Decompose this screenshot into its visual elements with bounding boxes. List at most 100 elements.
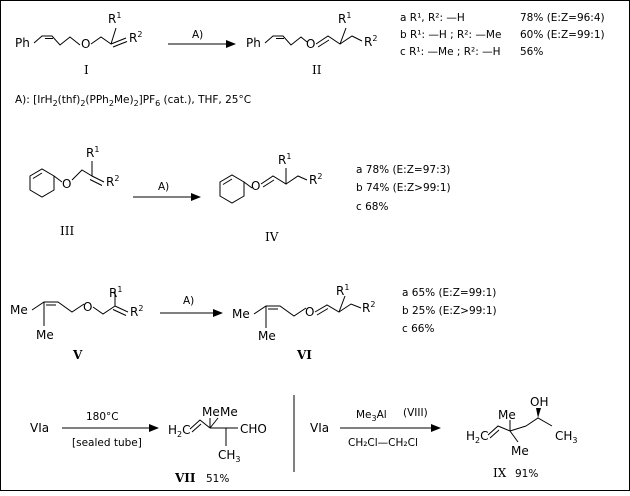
alkene-bond	[114, 305, 129, 313]
result-b-yield: 60% (E:Z=99:1)	[520, 29, 605, 41]
result-b: b R¹: —H ; R²: —Me	[400, 29, 501, 41]
reagent-trimethylaluminum: Me3Al	[356, 409, 387, 423]
aldehyde-group: CHO	[240, 422, 267, 436]
cyclohexene-ring	[29, 168, 55, 198]
alkene-bond	[91, 175, 105, 183]
r2-label: R2	[309, 172, 322, 187]
quaternary-carbon-bonds	[509, 420, 527, 443]
condition-sealed-tube: [sealed tube]	[72, 437, 142, 449]
r1-label: R1	[109, 285, 122, 300]
yield-VII: 51%	[206, 473, 229, 485]
methyl-group: Me	[232, 307, 250, 321]
result-a: a 65% (E:Z=99:1)	[402, 287, 496, 299]
row1-product: Ph O R1 R2 II	[246, 11, 377, 77]
quaternary-carbon-bonds	[209, 417, 226, 429]
result-b: b 74% (E:Z>99:1)	[356, 182, 451, 194]
allyl-chain	[33, 35, 81, 46]
r2-label: R2	[106, 174, 119, 189]
r2-label: R2	[362, 300, 375, 315]
row1-arrow: A)	[168, 29, 236, 48]
compound-label-III: III	[60, 224, 74, 238]
reagent-number: (VIII)	[403, 407, 428, 419]
methyl-group: Me	[10, 303, 28, 317]
ring-to-oxygen	[243, 181, 253, 189]
allyl-chain	[264, 35, 308, 46]
compound-label-V: V	[72, 348, 83, 362]
ether-oxygen: O	[83, 300, 92, 314]
methyl-group: Me	[498, 408, 516, 422]
bottom-left-reaction: VIa 180°C [sealed tube] H2C Me Me CHO CH…	[30, 405, 267, 485]
row2-results: a 78% (E:Z=97:3) b 74% (E:Z>99:1) c 68%	[356, 164, 451, 213]
stereo-wedge	[536, 408, 541, 418]
start-compound: VIa	[310, 421, 329, 435]
methyl-ch3: CH3	[555, 429, 578, 445]
cyclohexene-ring	[219, 174, 245, 204]
compound-label-I: I	[84, 63, 89, 77]
row3-results: a 65% (E:Z=99:1) b 25% (E:Z>99:1) c 66%	[402, 287, 497, 335]
row2-product: O R1 R2 IV	[219, 152, 322, 244]
ring-to-oxygen	[53, 175, 63, 183]
row1-starting-material: Ph O R1 R2 I	[15, 11, 142, 77]
row3-starting-material: Me Me O R1 R2 V	[10, 285, 143, 362]
r1-label: R1	[336, 283, 349, 298]
hydroxyl-group: OH	[530, 395, 548, 409]
vinyl-h2c: H2C	[466, 429, 489, 445]
compound-label-VI: VI	[296, 348, 312, 362]
vinyl-double-bond	[191, 423, 202, 433]
compound-label-II: II	[312, 63, 322, 77]
methyl-group: Me	[36, 328, 54, 342]
result-a-yield: 78% (E:Z=96:4)	[520, 12, 605, 24]
vinyl-chain	[189, 419, 211, 430]
ph-group: Ph	[15, 36, 30, 50]
enol-ether-chain	[314, 295, 346, 313]
ether-oxygen: O	[306, 37, 315, 51]
alkene-double-bond	[112, 309, 127, 316]
compound-label-IX: IX	[493, 466, 507, 480]
row2-arrow: A)	[133, 181, 201, 201]
alpha-carbon-bonds	[225, 427, 238, 446]
row1-results: a R¹, R²: —H 78% (E:Z=96:4) b R¹: —H ; R…	[400, 12, 605, 58]
ether-chain	[71, 161, 93, 181]
alkyl-chain	[338, 303, 362, 313]
result-c: c 68%	[356, 201, 388, 213]
ring-double-bond	[222, 178, 233, 185]
yield-IX: 91%	[515, 468, 538, 480]
start-compound: VIa	[30, 421, 49, 435]
r1-label: R1	[108, 11, 121, 26]
alkene-double-bond	[112, 41, 128, 48]
r1-label: R1	[278, 152, 291, 167]
prenyl-chain	[31, 301, 85, 313]
enol-ether-chain	[260, 168, 287, 185]
methyl-group: Me	[258, 329, 276, 343]
ether-oxygen: O	[305, 305, 314, 319]
arrow-label: A)	[183, 295, 194, 307]
arrow-label: A)	[158, 181, 169, 193]
result-c: c R¹: —Me ; R²: —H	[400, 46, 501, 58]
condition-temperature: 180°C	[86, 411, 119, 423]
row3-arrow: A)	[160, 295, 223, 317]
vinyl-double-bond	[489, 429, 500, 439]
alkene-bond	[110, 37, 127, 45]
methyl-ch3: CH3	[218, 448, 241, 464]
ether-oxygen: O	[81, 37, 90, 51]
ether-oxygen: O	[62, 177, 71, 191]
methyl-group: Me	[202, 405, 220, 419]
solvent: CH₂Cl—CH₂Cl	[348, 437, 418, 449]
bottom-right-reaction: VIa Me3Al (VIII) CH₂Cl—CH₂Cl H2C Me Me O…	[310, 395, 578, 480]
carbinol-chain	[525, 417, 553, 427]
r1-label: R1	[338, 11, 351, 26]
prenyl-chain	[253, 305, 307, 317]
result-a: a R¹, R²: —H	[400, 12, 465, 24]
alkene-double-bond	[89, 179, 103, 186]
alkyl-chain	[285, 175, 308, 185]
alkyl-chain	[339, 35, 363, 45]
vinyl-chain	[487, 425, 511, 436]
enol-double-bond	[317, 39, 330, 48]
enol-double-bond	[316, 308, 329, 316]
result-c-yield: 56%	[520, 46, 543, 58]
enol-double-bond	[262, 179, 275, 188]
r2-label: R2	[129, 30, 142, 45]
row3-product: Me Me O R1 R2 VI	[232, 283, 375, 362]
